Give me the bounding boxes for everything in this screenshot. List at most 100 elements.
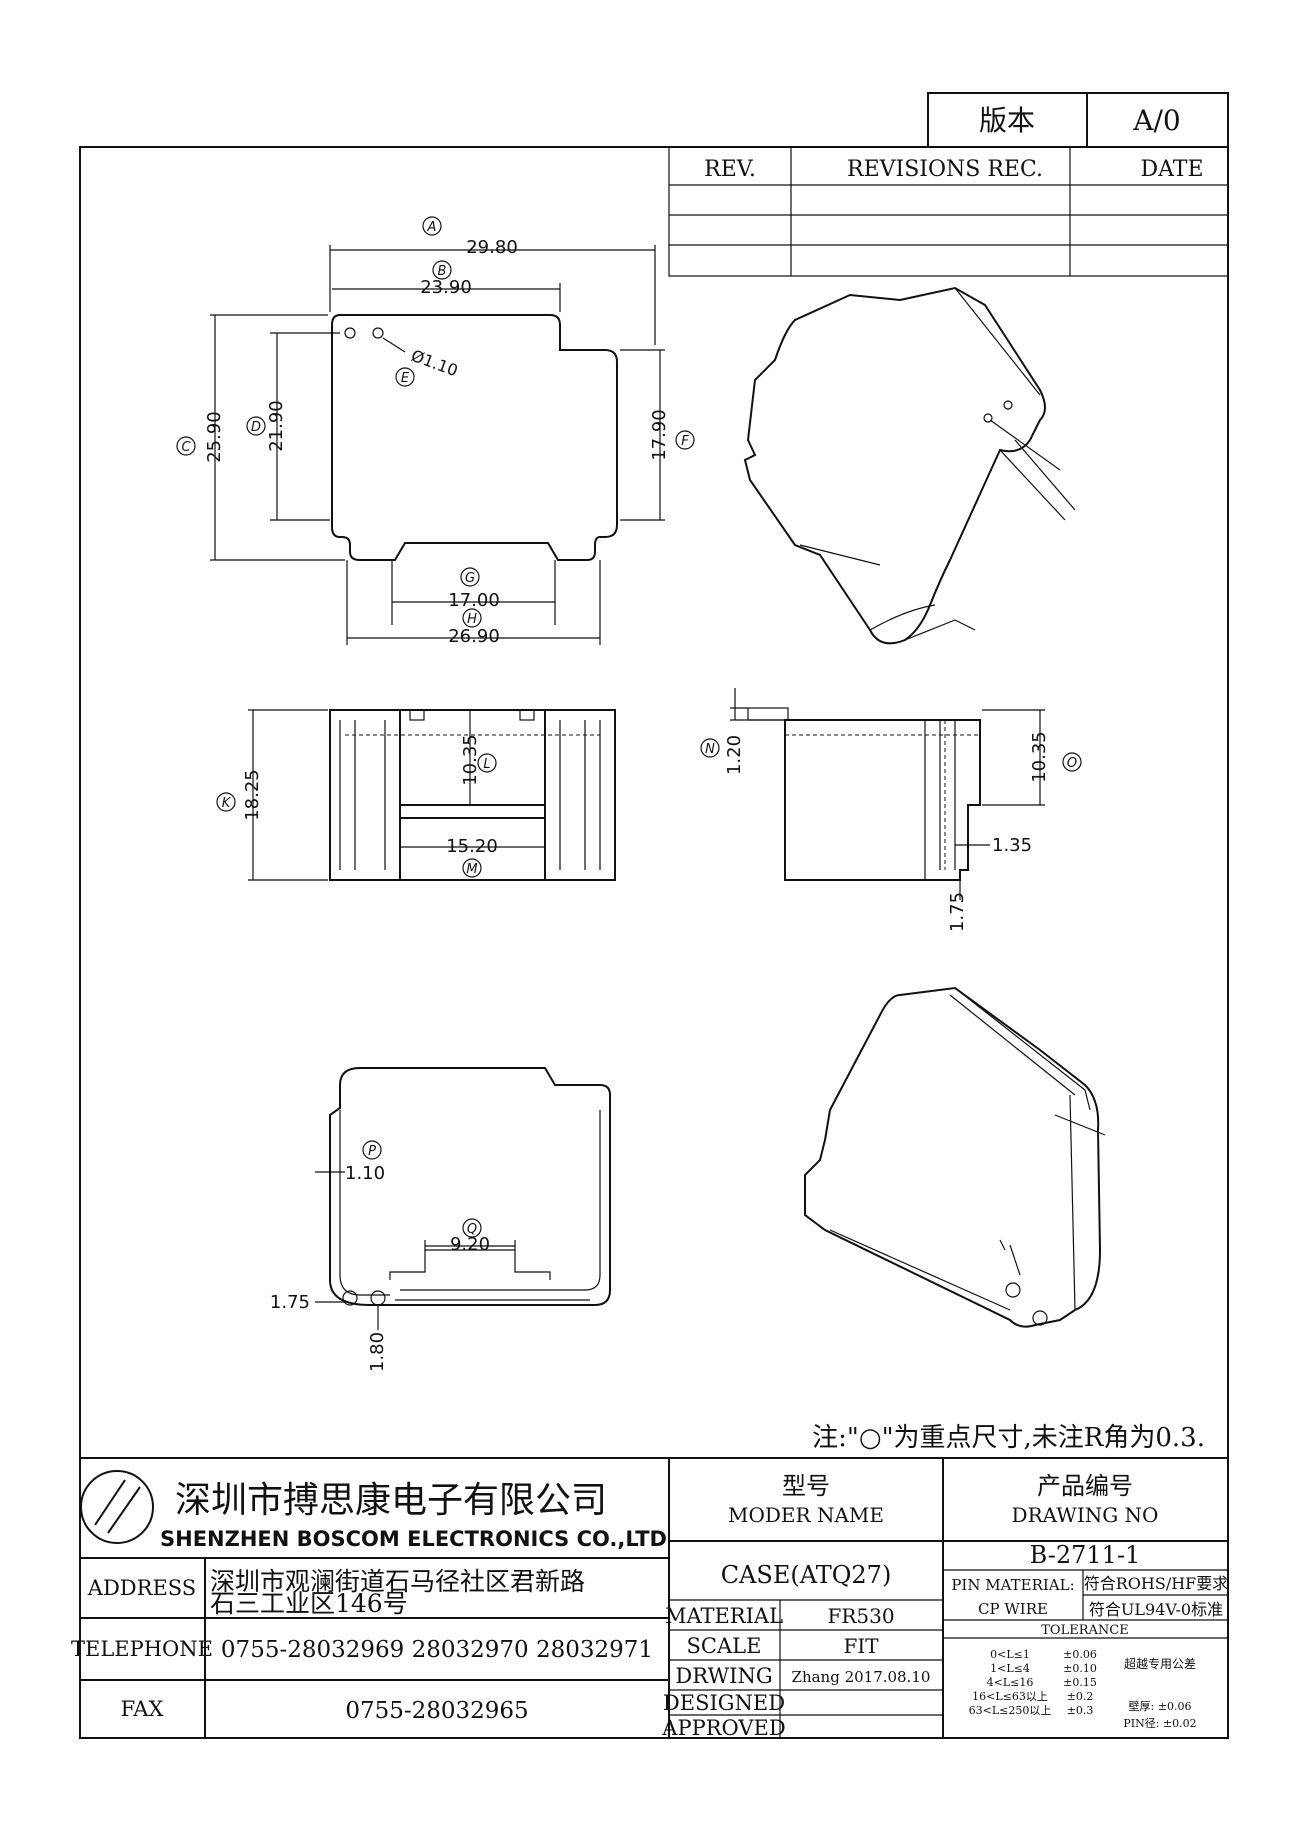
balloon-label: D [251, 420, 261, 435]
drawing-no-label-cn: 产品编号 [1037, 1472, 1133, 1500]
version-box: 版本 A/0 [927, 92, 1229, 148]
company-name-en: SHENZHEN BOSCOM ELECTRONICS CO.,LTD [160, 1527, 667, 1551]
dim-B: 23.90 [420, 277, 472, 298]
rev-date-header: DATE [1140, 157, 1203, 182]
dim-P: 1.10 [345, 1163, 385, 1184]
tolerance-value: ±0.10 [1063, 1662, 1097, 1675]
pin-hole [342, 1290, 358, 1306]
address-line2: 石三工业区146号 [210, 1589, 408, 1618]
tolerance-range: 16<L≤63以上 [972, 1690, 1048, 1703]
dim-D: 21.90 [266, 400, 287, 452]
balloon-o: O [1062, 752, 1082, 772]
dim-G: 17.00 [448, 590, 500, 611]
tolerance-range: 1<L≤4 [990, 1662, 1030, 1675]
tolerance-range: 0<L≤1 [990, 1648, 1030, 1661]
pin-hole [1003, 400, 1013, 410]
model-value: CASE(ATQ27) [721, 1561, 892, 1589]
dim-side-a: 1.35 [992, 835, 1032, 856]
balloon-a: A [422, 216, 442, 236]
boscom-logo [80, 1470, 154, 1544]
pin-hole [1005, 1282, 1021, 1298]
tolerance-pin: PIN径: ±0.02 [1123, 1717, 1196, 1730]
dim-K: 18.25 [242, 769, 263, 821]
rev-rec-header: REVISIONS REC. [847, 157, 1043, 182]
balloon-label: P [368, 1144, 376, 1159]
balloon-d: D [246, 416, 266, 436]
dim-H: 26.90 [448, 626, 500, 647]
pin-hole [983, 413, 993, 423]
material-label: MATERIAL [665, 1604, 783, 1628]
dim-E: Ø1.10 [409, 346, 461, 380]
dim-L: 10.35 [460, 734, 481, 786]
balloon-label: L [483, 757, 490, 772]
balloon-n: N [700, 738, 720, 758]
balloon-label: A [427, 220, 437, 235]
designed-label: DESIGNED [663, 1691, 785, 1715]
pin-rohs: 符合ROHS/HF要求 [1084, 1574, 1229, 1593]
tolerance-title: TOLERANCE [1041, 1623, 1128, 1638]
balloon-h: H [462, 608, 482, 628]
fax-label: FAX [121, 1697, 164, 1721]
address-line1: 深圳市观澜街道石马径社区君新路 [210, 1567, 585, 1596]
balloon-l: L [477, 753, 497, 773]
tolerance-range: 63<L≤250以上 [969, 1704, 1052, 1717]
dim-bot-a: 1.75 [270, 1292, 310, 1313]
balloon-label: G [465, 571, 475, 586]
dim-O: 10.35 [1029, 731, 1050, 783]
top-view: 29.80 23.90 25.90 21.90 Ø1.10 17.90 17.0… [204, 237, 670, 647]
balloon-label: O [1067, 756, 1077, 771]
balloon-label: C [181, 440, 191, 455]
balloon-label: K [222, 796, 232, 811]
isometric-view-top [743, 286, 1076, 645]
drawing-no-label-en: DRAWING NO [1012, 1503, 1159, 1527]
tolerance-range: 4<L≤16 [987, 1676, 1034, 1689]
balloon-label: N [705, 742, 715, 757]
title-block: 深圳市搏思康电子有限公司 SHENZHEN BOSCOM ELECTRONICS… [71, 1457, 1229, 1740]
tolerance-special: 超越专用公差 [1124, 1656, 1196, 1671]
dim-bot-b: 1.80 [367, 1332, 388, 1372]
tolerance-wall: 壁厚: ±0.06 [1129, 1699, 1192, 1713]
telephone-value: 0755-28032969 28032970 28032971 [221, 1637, 653, 1663]
tolerance-value: ±0.06 [1063, 1648, 1097, 1661]
pin-hole [372, 327, 384, 339]
balloon-label: H [467, 612, 477, 627]
balloon-label: Q [467, 1222, 477, 1237]
balloon-label: F [681, 434, 689, 449]
model-label-cn: 型号 [782, 1472, 830, 1500]
address-label: ADDRESS [87, 1576, 196, 1600]
dim-F: 17.90 [649, 409, 670, 461]
balloon-q: Q [462, 1218, 482, 1238]
drawing-no-value: B-2711-1 [1030, 1541, 1141, 1569]
tolerance-value: ±0.3 [1067, 1704, 1094, 1717]
material-value: FR530 [827, 1604, 894, 1628]
tolerance-value: ±0.2 [1067, 1690, 1094, 1703]
version-value: A/0 [1132, 104, 1180, 137]
pin-wire-label: CP WIRE [978, 1600, 1048, 1618]
dim-side-b: 1.75 [947, 892, 968, 932]
side-view: 1.20 10.35 1.35 1.75 [724, 688, 1050, 932]
isometric-view-bottom [804, 986, 1106, 1328]
scale-value: FIT [843, 1634, 879, 1658]
dim-N: 1.20 [724, 735, 745, 775]
drawing-label: DRWING [675, 1664, 772, 1688]
dim-M: 15.20 [446, 836, 498, 857]
balloon-label: M [466, 862, 477, 877]
revisions-table: REV. REVISIONS REC. DATE [668, 146, 1229, 277]
model-label-en: MODER NAME [728, 1503, 884, 1527]
version-label: 版本 [979, 104, 1035, 137]
approved-label: APPROVED [661, 1716, 785, 1740]
drawing-note: 注:"○"为重点尺寸,未注R角为0.3. [812, 1423, 1205, 1453]
company-name-cn: 深圳市搏思康电子有限公司 [175, 1480, 607, 1521]
balloon-m: M [462, 858, 482, 878]
pin-hole [1032, 1310, 1048, 1326]
bottom-view: 1.10 9.20 1.75 1.80 [270, 1067, 611, 1372]
balloon-g: G [460, 567, 480, 587]
dim-C: 25.90 [204, 411, 225, 463]
drawing-frame [79, 146, 1229, 1739]
balloon-c: C [176, 436, 196, 456]
rev-header: REV. [704, 157, 756, 182]
balloon-f: F [675, 430, 695, 450]
front-view: 18.25 10.35 15.20 [242, 709, 616, 881]
balloon-e: E [395, 367, 415, 387]
